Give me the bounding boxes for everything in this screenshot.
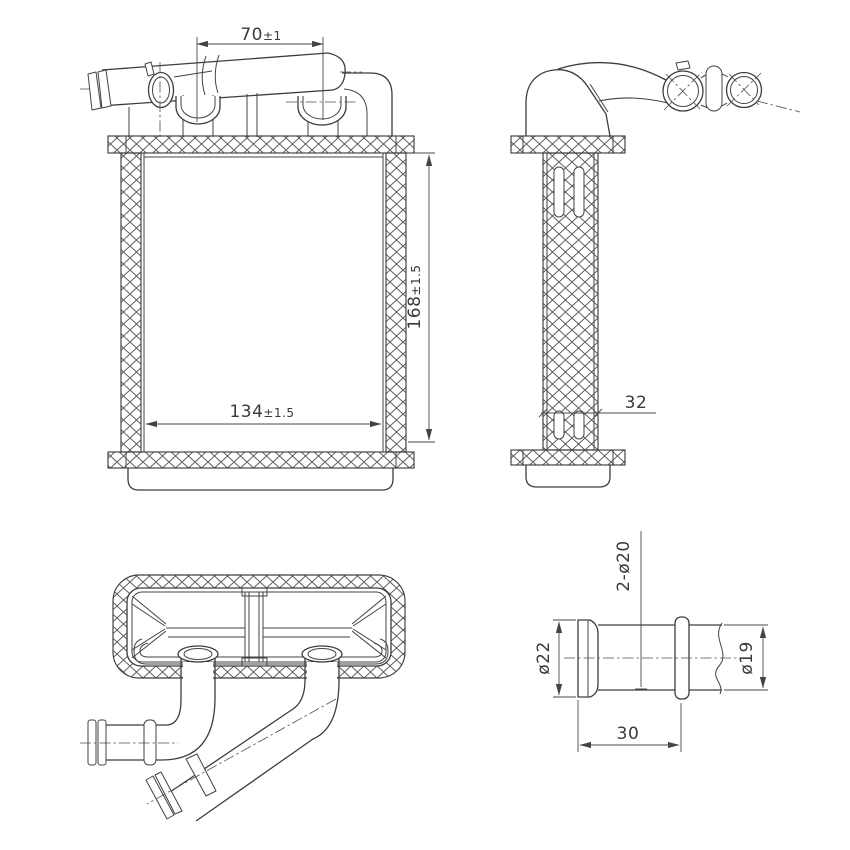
manifold-duct-outer [133, 638, 389, 665]
dim-extension-lines [196, 37, 435, 443]
flare-ring [87, 719, 97, 766]
right-collar-fill [298, 96, 346, 125]
right-outlet-pipe [145, 658, 340, 822]
port-1-crosshair [663, 71, 703, 111]
flare-ring [145, 775, 175, 820]
port-2-crosshair [726, 72, 762, 107]
flare-ring [97, 719, 107, 766]
dim-text-pipe-spacing: 70±1 [240, 25, 281, 45]
right-collar-outer [297, 96, 347, 126]
right-frame-hatch [385, 152, 407, 453]
tube-slot [573, 166, 585, 218]
side-core-inner-lines [546, 153, 595, 450]
left-collar-inner [180, 96, 216, 119]
pipe-port-1-inner [667, 75, 699, 107]
pipe-stub-left-inner [183, 648, 213, 660]
top-view [80, 574, 406, 822]
pipe-edge [169, 658, 306, 793]
mount-bracket-lines [128, 93, 258, 137]
manifold-duct-inner [139, 642, 383, 658]
side-bottom-flange-hatch [510, 449, 626, 466]
pipe-stub-right-inner [307, 648, 337, 660]
dim-extension-lines [553, 619, 768, 752]
front-core [107, 135, 415, 491]
port-tab [675, 60, 691, 71]
center-divider-lines [244, 592, 264, 662]
side-core-hatch [542, 152, 599, 451]
dome-rim-line [589, 83, 609, 113]
pipe-passthrough-left [183, 662, 213, 679]
front-dimensions: 70±1 134±1.5 168±1.5 [145, 25, 435, 443]
dim-text-flange-od: ø22 [534, 641, 554, 675]
divider-cap-bottom [241, 657, 268, 667]
dim-ticks-core-depth [538, 408, 603, 418]
core-inner-walls [143, 153, 384, 452]
pipe-edge [195, 658, 340, 822]
dim-text-core-depth: 32 [625, 393, 648, 413]
bottom-tank-dividers [125, 452, 397, 468]
rear-pipe-edge [173, 70, 213, 78]
pipe-flare-ring-inner [97, 69, 112, 109]
tube-slot [553, 410, 565, 440]
right-funnel-lines [351, 595, 387, 659]
tube-slot [573, 410, 585, 440]
pipe-sleeve-band [201, 54, 220, 96]
pipe-flare-ring-outer [87, 71, 102, 111]
rear-elbow-inner [343, 88, 368, 136]
right-collar-inner [302, 96, 342, 120]
rear-pipe-opening-inner [152, 76, 170, 104]
top-tank-dividers [125, 136, 397, 153]
left-funnel-lines [131, 595, 167, 659]
side-top-flange-dividers [522, 136, 614, 153]
side-pipe-assembly [525, 60, 801, 137]
side-view: 32 [510, 60, 801, 488]
rear-elbow-outer [342, 72, 393, 136]
pipe-centerline [146, 698, 337, 805]
port-centerline-ext [756, 100, 801, 113]
dim-text-end-length: 30 [617, 724, 640, 744]
dim-leader-ports [635, 531, 647, 690]
dim-text-tube-od: ø19 [737, 641, 757, 675]
bead-ring [143, 719, 157, 766]
pipe-detail-view: ø22 2-ø20 ø19 30 [534, 531, 768, 752]
flare-ring [154, 771, 183, 815]
pipe-edge [106, 658, 216, 761]
dim-text-core-height: 168±1.5 [405, 264, 425, 329]
side-top-flange-hatch [510, 135, 626, 154]
side-dimensions: 32 [538, 393, 656, 418]
side-bottom-tank-shell [525, 465, 611, 488]
pipe-tab [144, 61, 155, 77]
bottom-tank-hatch [107, 451, 415, 469]
left-collar-fill [176, 96, 220, 124]
detail-dimensions: ø22 2-ø20 ø19 30 [534, 531, 768, 752]
tube-lower-edge [598, 97, 669, 104]
pipe-body-edges [598, 624, 722, 691]
bottom-tank-shell [127, 468, 394, 491]
left-frame-hatch [120, 152, 142, 453]
pipe-edge [106, 658, 182, 726]
left-collar-outer [175, 96, 221, 125]
side-core [510, 135, 626, 488]
dim-text-ports: 2-ø20 [614, 540, 634, 591]
divider-cap-top [241, 587, 268, 597]
dim-text-core-width: 134±1.5 [229, 402, 294, 422]
front-pipe-assembly [80, 52, 393, 140]
tube-upper-edge [557, 61, 667, 81]
side-bottom-flange-dividers [522, 450, 614, 465]
left-outlet-pipe [80, 658, 216, 766]
channel-upper-lines [166, 627, 352, 638]
pipe-dome-housing [525, 69, 611, 137]
bead-ring [185, 753, 217, 797]
pipe-port-2-inner [730, 76, 758, 104]
front-view: 70±1 134±1.5 168±1.5 [80, 25, 435, 491]
pipe-passthrough-right [307, 662, 337, 679]
tube-slot [553, 166, 565, 218]
bead-ring-side [705, 65, 723, 112]
top-tank-hatch [107, 135, 415, 154]
break-line [715, 622, 724, 695]
